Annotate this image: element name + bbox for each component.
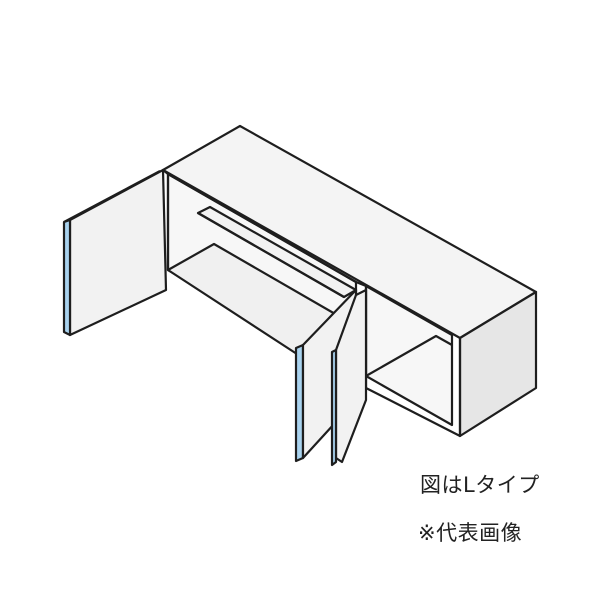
representative-image-note: ※代表画像: [418, 521, 523, 545]
left-door-edge: [62, 218, 72, 337]
left-compartment-top-edge: [162, 169, 367, 288]
right-compartment-shelf-line: [365, 334, 453, 377]
middle-shelf-front: [197, 212, 345, 298]
right-door-edge: [330, 348, 338, 467]
type-caption: 図はLタイプ: [420, 473, 540, 497]
left-door-top-edge: [63, 170, 161, 223]
left-door-face: [68, 168, 168, 337]
